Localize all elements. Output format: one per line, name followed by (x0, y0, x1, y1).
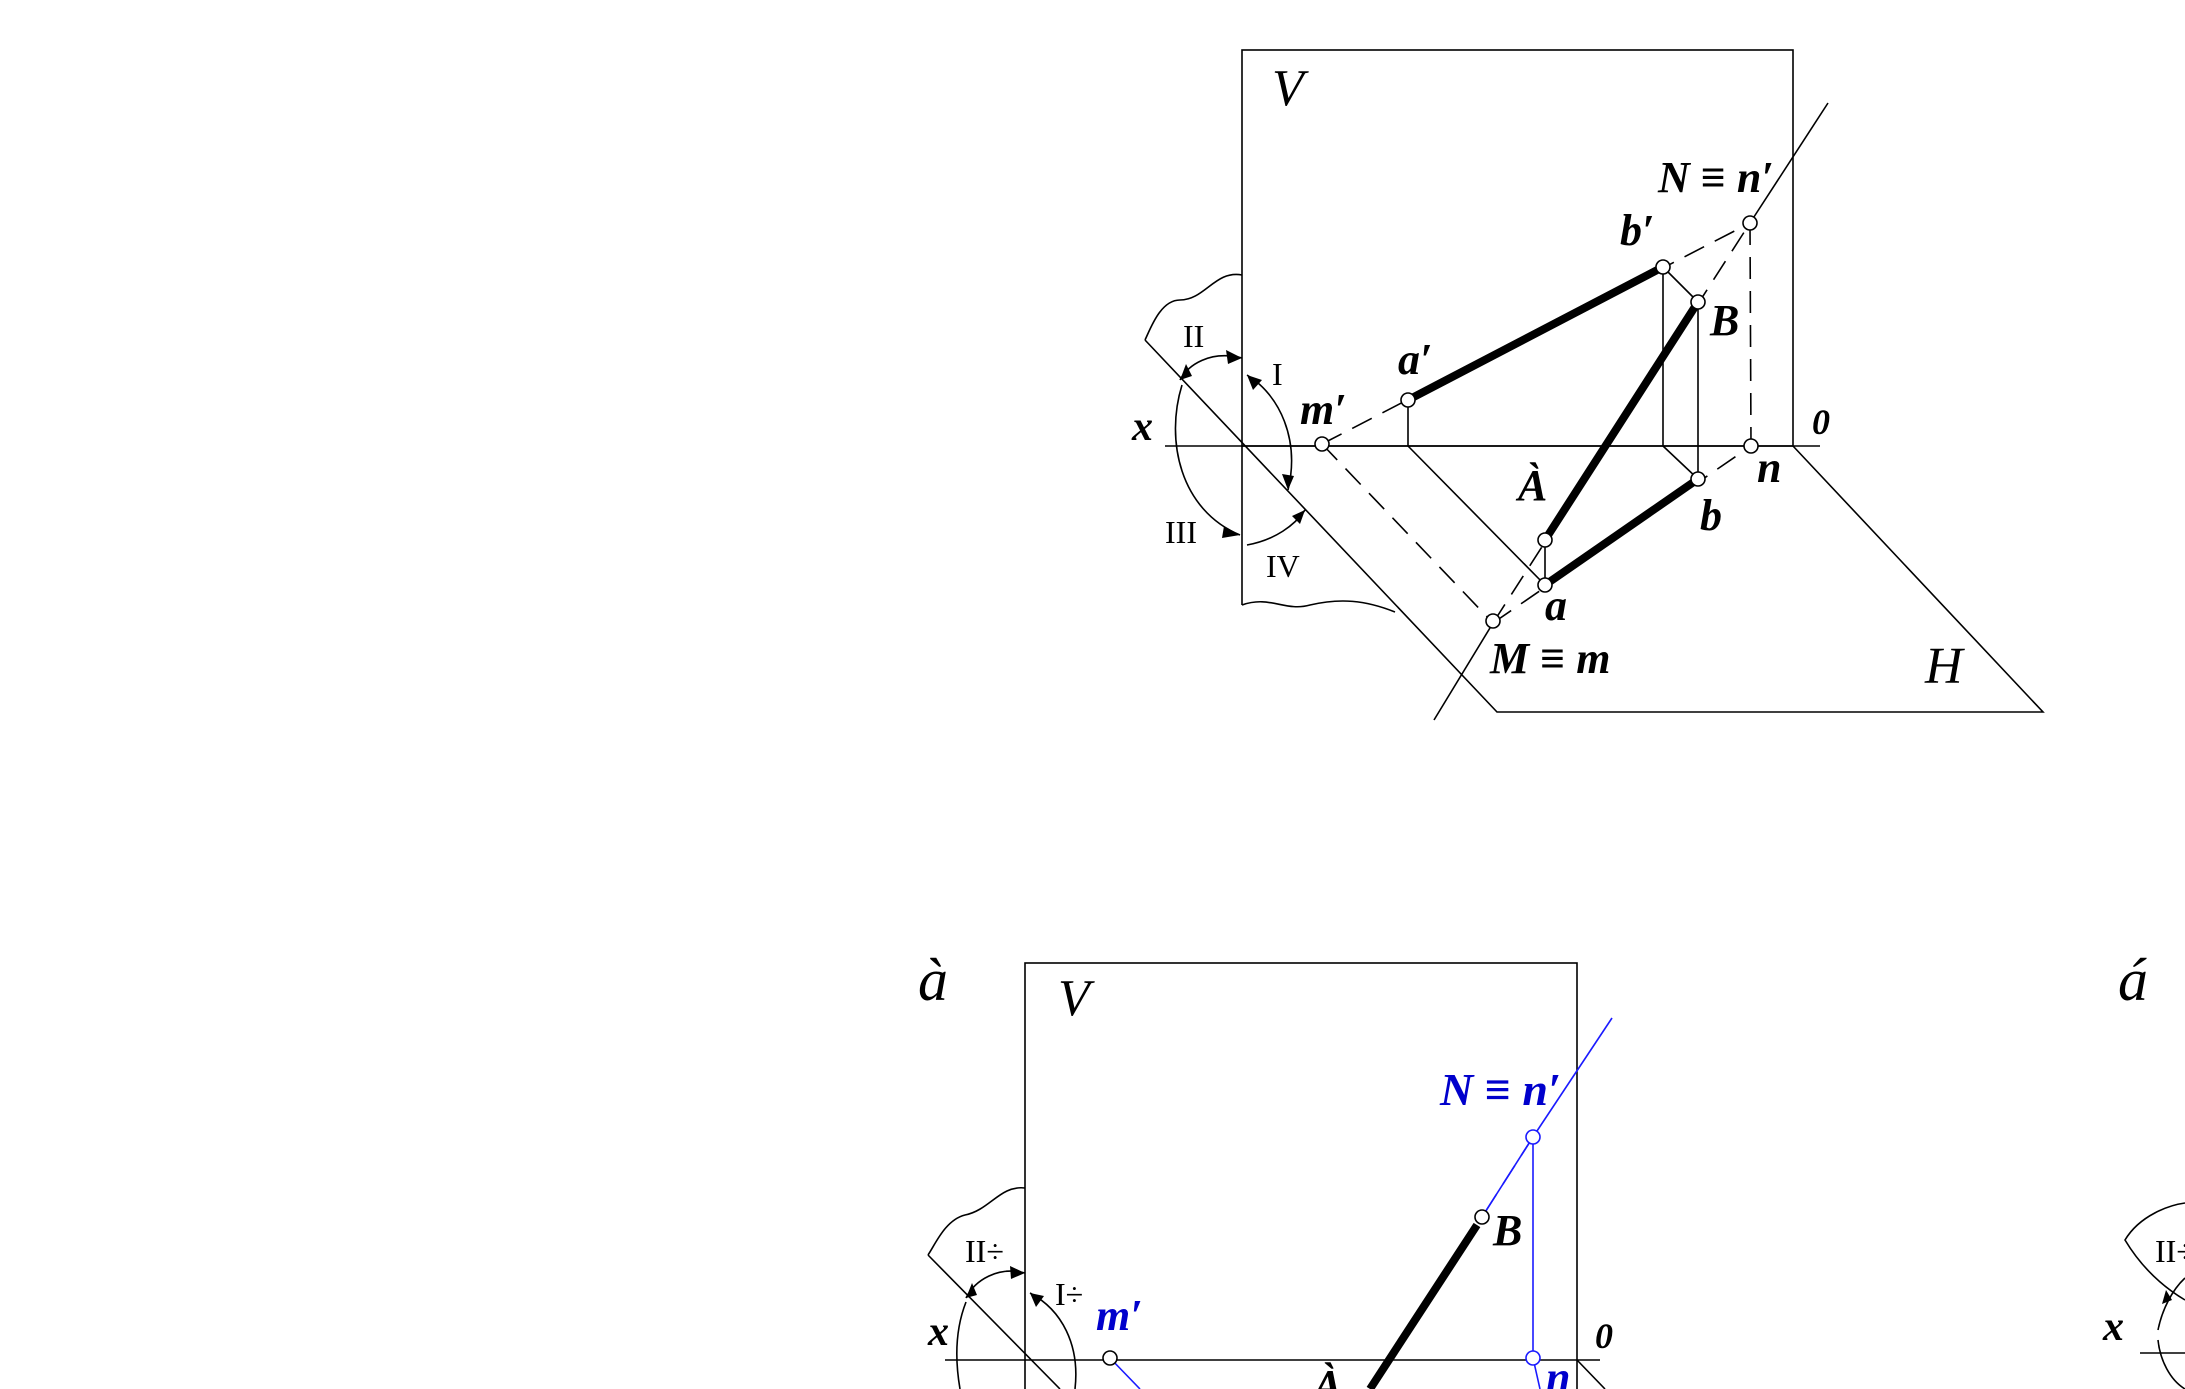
label-mprime-a: m′ (1096, 1291, 1143, 1340)
line-MN-upper-a (1532, 1017, 1613, 1138)
arrow-III (1222, 526, 1240, 538)
label-b: b (1700, 491, 1722, 540)
panel-letter-b: á (2118, 947, 2148, 1013)
arc-I (1246, 374, 1293, 491)
label-origin-a: 0 (1595, 1316, 1613, 1356)
label-quadrant-II: II (1183, 318, 1204, 354)
arrow-II-b2 (2162, 1290, 2172, 1304)
arrow-II-a-b (966, 1283, 977, 1298)
point-M (1485, 613, 1501, 629)
arrow-I-a (1030, 1293, 1044, 1307)
label-N-a: N ≡ n′ (1439, 1064, 1561, 1115)
point-mprime (1314, 436, 1330, 452)
point-N (1742, 215, 1758, 231)
line-MN-upper (1749, 102, 1829, 224)
arrow-I-b (1282, 474, 1294, 490)
label-quadrant-IV: IV (1266, 548, 1300, 584)
break-edge-upper-b (2124, 1202, 2185, 1301)
panel-letter-a: à (918, 947, 948, 1013)
label-quadrant-II-a: II÷ (965, 1233, 1004, 1269)
plane-h-frame (1144, 339, 2045, 713)
conn-axis-b (1662, 445, 1699, 480)
label-M: M ≡ m (1489, 634, 1610, 683)
point-n (1743, 438, 1759, 454)
label-quadrant-III: III (1165, 514, 1197, 550)
label-a: a (1545, 581, 1567, 630)
point-b (1690, 471, 1706, 487)
diagram-top: V H x 0 II I III IV N ≡ n′ b′ B a′ m′ À … (1131, 49, 2045, 721)
point-B-a (1474, 1209, 1490, 1225)
point-n-a (1525, 1350, 1541, 1366)
label-quadrant-I-a: I÷ (1055, 1276, 1083, 1312)
diagram-b: á II÷ x (2102, 947, 2185, 1389)
point-bprime (1655, 259, 1671, 275)
line-MN-mid (1492, 222, 1751, 624)
arc-II-b (2157, 1277, 2185, 1331)
break-edge-upper-a (927, 1187, 1026, 1256)
label-mprime: m′ (1300, 385, 1347, 434)
arc-III-b (2157, 1339, 2185, 1389)
arrow-II-a (1010, 1266, 1025, 1279)
point-B (1690, 294, 1706, 310)
label-A-a: À (1310, 1361, 1342, 1389)
line-MN-lower (1433, 622, 1494, 721)
segment-a-b (1542, 475, 1701, 589)
label-axis-x: x (1131, 404, 1153, 450)
plane-h-edge-right-a (1576, 1359, 1606, 1389)
line-N-n (1749, 222, 1752, 447)
label-plane-v: V (1272, 60, 1309, 117)
label-B: B (1709, 296, 1739, 345)
conn-axis-a (1407, 445, 1546, 586)
label-n: n (1757, 443, 1781, 492)
line-B-N-a (1481, 1136, 1534, 1218)
point-aprime (1400, 392, 1416, 408)
label-origin: 0 (1812, 402, 1830, 442)
arrow-I (1247, 375, 1262, 390)
arrow-II (1226, 350, 1242, 364)
label-plane-v-a: V (1058, 970, 1095, 1027)
arc-III-a (955, 1301, 967, 1389)
conn-bprime-B (1662, 266, 1699, 303)
diagram-a: à V x 0 II÷ I÷ N ≡ n′ B m′ À n (918, 947, 1613, 1389)
arrow-II-b (1180, 364, 1192, 380)
line-mprime-M (1321, 443, 1494, 624)
plane-h-edge-a (927, 1254, 1061, 1389)
arc-III (1174, 384, 1241, 536)
label-quadrant-II-b: II÷ (2155, 1233, 2185, 1269)
segment-A-B (1541, 299, 1702, 543)
point-a (1537, 577, 1553, 593)
label-plane-h: H (1924, 638, 1965, 695)
label-bprime: b′ (1620, 206, 1654, 255)
label-axis-x-a: x (927, 1309, 949, 1355)
point-mprime-a (1102, 1350, 1118, 1366)
label-n-a: n (1546, 1353, 1570, 1389)
segment-aprime-bprime (1406, 263, 1665, 404)
segment-A-B-a (1366, 1222, 1481, 1389)
break-edge-upper (1144, 273, 1243, 341)
label-aprime: a′ (1398, 335, 1432, 384)
point-A (1537, 532, 1553, 548)
point-N-a (1525, 1129, 1541, 1145)
arrow-IV (1292, 510, 1305, 524)
label-quadrant-I: I (1272, 356, 1283, 392)
label-B-a: B (1492, 1206, 1522, 1255)
break-edge-lower (1241, 600, 1396, 613)
label-N: N ≡ n′ (1657, 153, 1774, 202)
label-axis-x-b: x (2102, 1304, 2124, 1350)
label-A: À (1515, 461, 1547, 510)
plane-v-frame-a (1024, 962, 1578, 1389)
